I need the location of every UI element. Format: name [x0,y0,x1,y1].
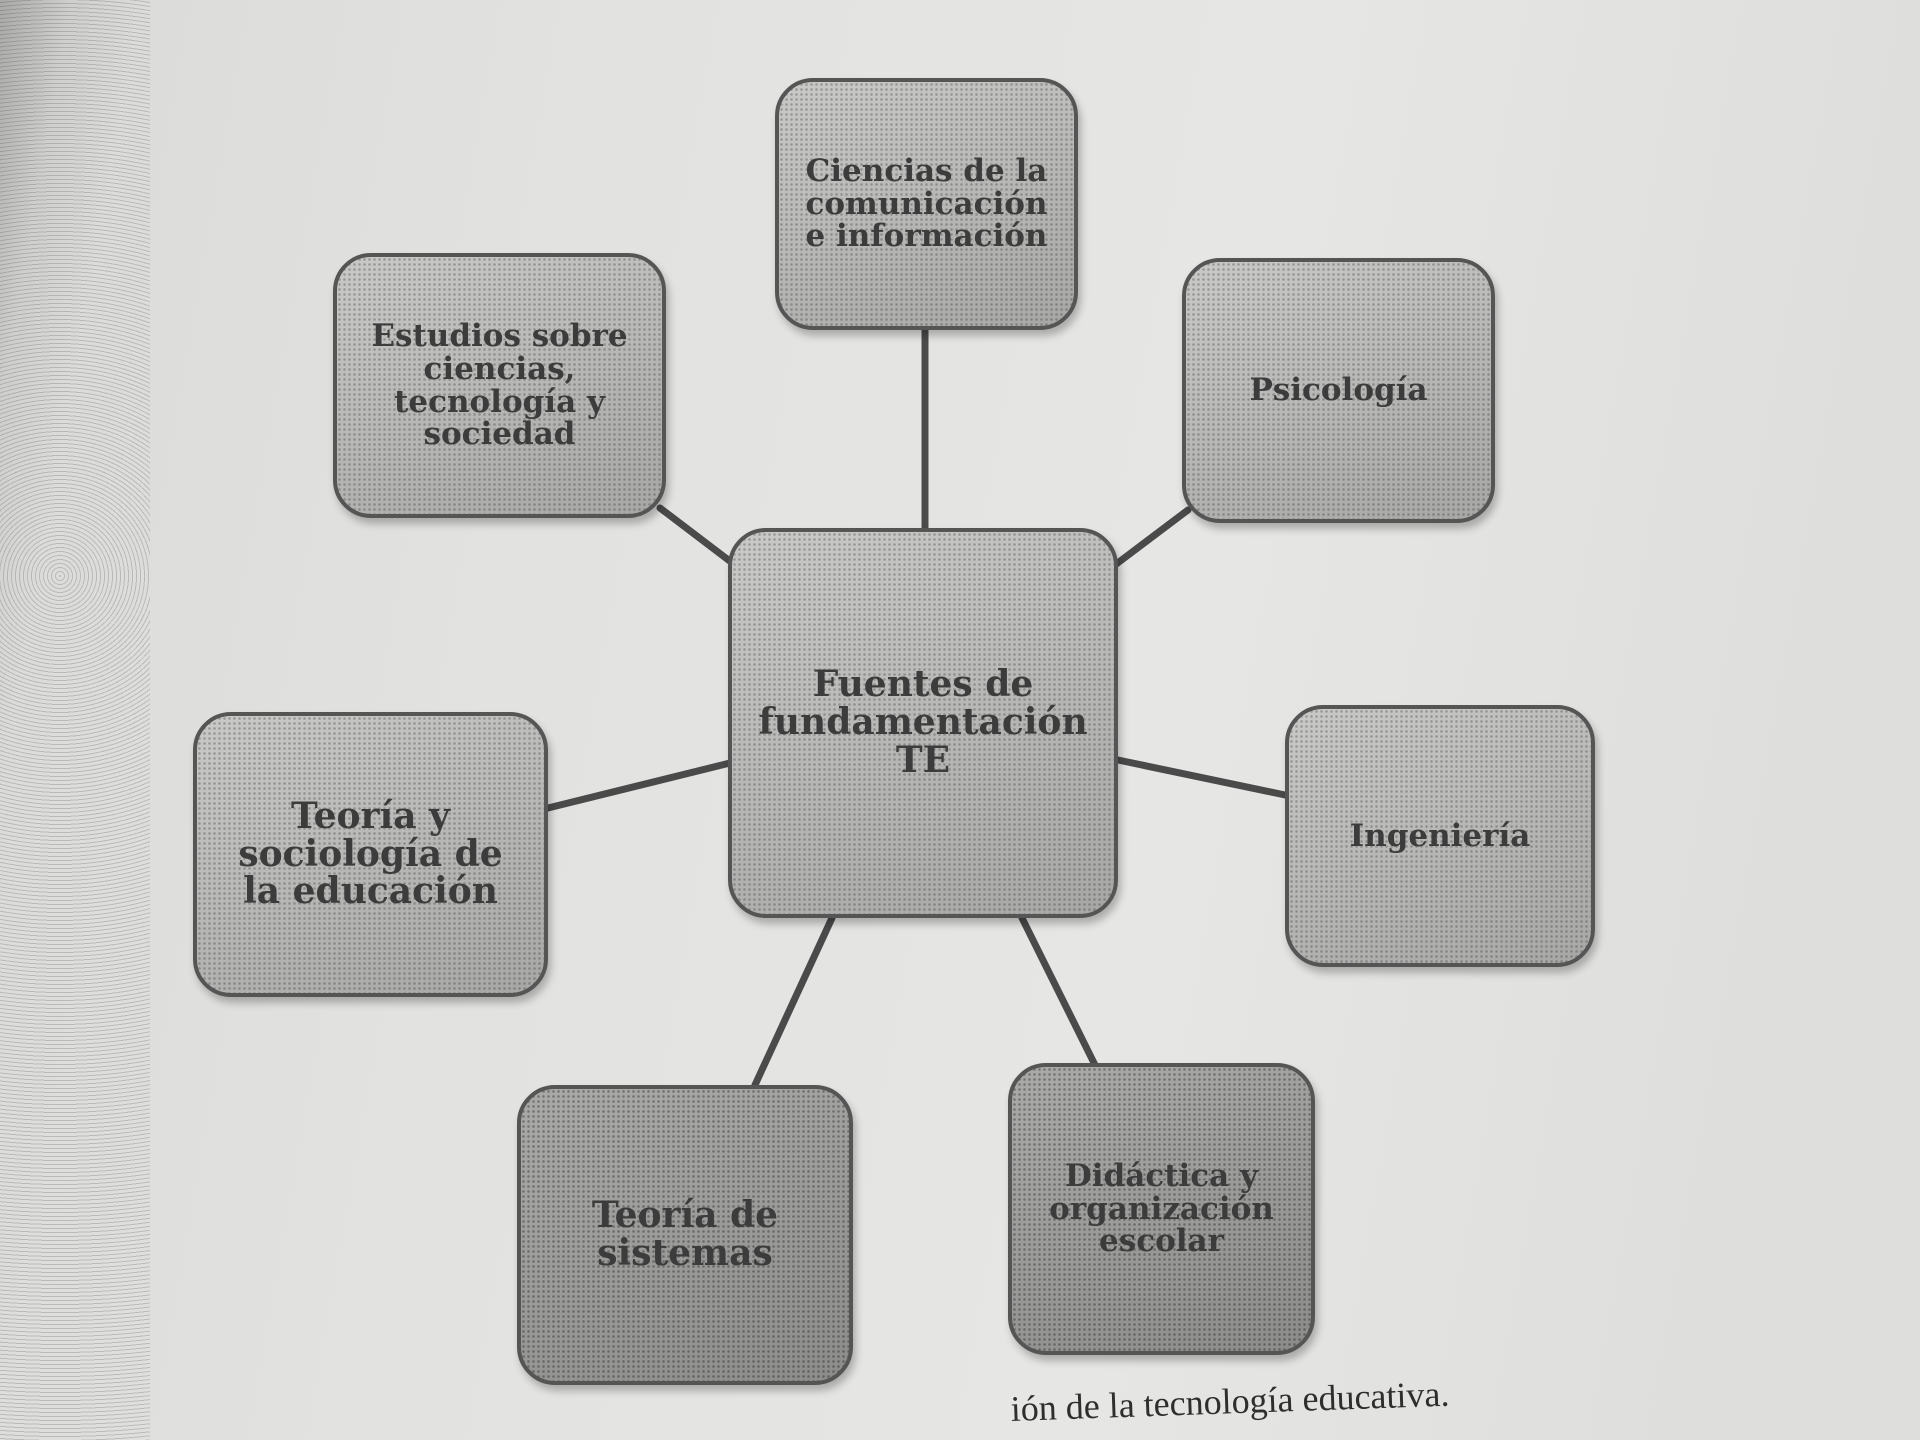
node-line: ciencias, [423,350,576,387]
node-line: Ciencias de la [805,153,1048,190]
node-line: sociedad [423,416,576,453]
node-didactica: Didáctica y organización escolar [1008,1063,1315,1355]
connector-teoria-sociologia [544,759,734,812]
node-line: organización [1049,1190,1274,1227]
node-line: Didáctica y [1064,1158,1259,1195]
node-line: fundamentación [758,701,1088,744]
node-line: Fuentes de [812,663,1034,706]
page-edge-shadow [0,0,150,1440]
node-ciencias-comunicacion: Ciencias de la comunicación e informació… [775,78,1078,330]
node-line: sistemas [597,1232,773,1274]
node-line: Teoría y [290,794,450,837]
connector-estudios-cts [656,504,739,569]
node-line: la educación [243,870,498,913]
node-line: sociología de [238,832,503,875]
connector-psicologia [1111,506,1192,569]
node-center-fuentes: Fuentes de fundamentación TE [728,528,1118,918]
node-line: tecnología y [394,383,605,420]
node-ingenieria: Ingeniería [1285,705,1595,967]
node-teoria-sistemas: Teoría de sistemas [517,1085,853,1385]
node-line: TE [895,738,951,781]
node-line: Estudios sobre [371,318,628,355]
node-line: e información [805,218,1048,255]
node-line: comunicación [805,185,1048,222]
connector-teoria-sistemas [751,914,836,1089]
node-line: Ingeniería [1349,817,1531,854]
node-teoria-sociologia: Teoría y sociología de la educación [193,712,548,997]
connector-didactica [1018,914,1099,1069]
node-line: Psicología [1249,372,1428,409]
connector-ingenieria [1114,756,1289,799]
node-line: Teoría de [591,1194,779,1237]
node-line: escolar [1099,1223,1224,1260]
node-estudios-cts: Estudios sobre ciencias, tecnología y so… [333,253,666,518]
node-psicologia: Psicología [1182,258,1495,523]
